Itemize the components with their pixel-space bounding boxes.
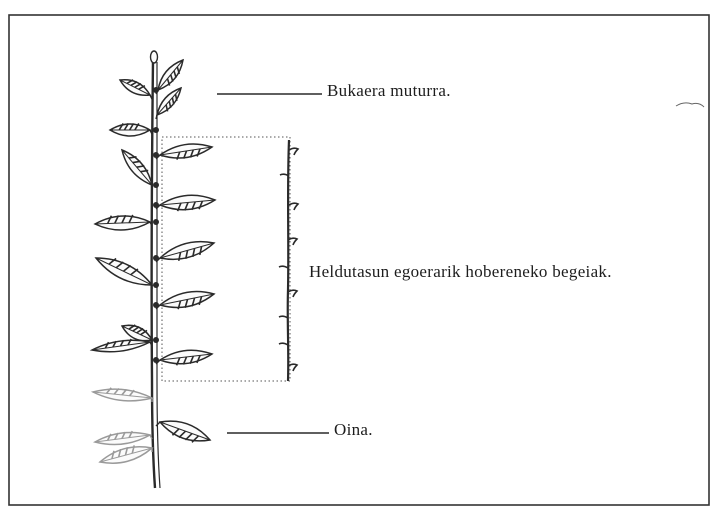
stem-bud-node [153,152,159,158]
stem-bud-node [153,255,159,261]
stem-bud-node [153,282,159,288]
branch-bud [279,343,288,345]
label-buds: Heldutasun egoerarik hobereneko begeiak. [309,262,612,282]
branch-bud [288,290,297,297]
stem-bud-node [153,182,159,188]
stem-bud-node [153,219,159,225]
branch-bud [279,316,288,318]
label-base: Oina. [334,420,373,440]
stem-bud-node [153,302,159,308]
branch-bud [279,266,288,268]
bud-branch [279,140,298,381]
leaf-petiole [156,115,157,119]
branch-bud [280,174,289,176]
label-tip: Bukaera muturra. [327,81,451,101]
branch-bud [288,364,297,371]
branch-bud [289,203,298,210]
stem-bud-node [153,87,159,93]
stem-bud-node [153,127,159,133]
stem-bud-node [153,337,159,343]
ink-speck [676,103,704,107]
stem-bud-node [153,357,159,363]
terminal-bud [151,51,158,63]
stem-bud-node [153,202,159,208]
